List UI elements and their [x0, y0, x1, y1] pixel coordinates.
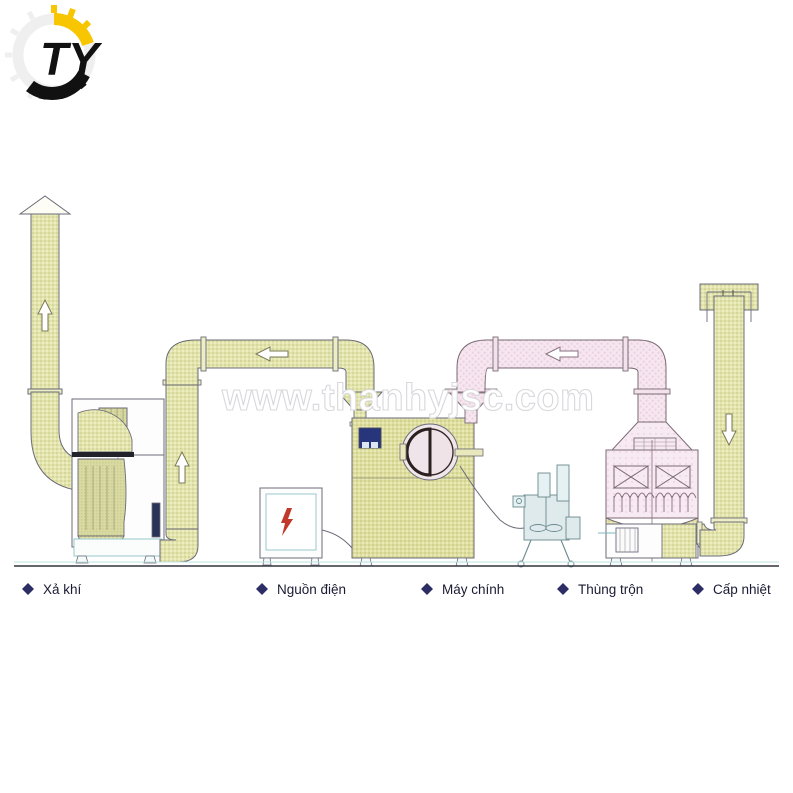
- heater-outlet-trunk: [661, 523, 697, 559]
- cabinet-foot: [262, 557, 272, 566]
- supply-elbow-right: [627, 339, 667, 393]
- collection-drawer: [73, 538, 163, 557]
- company-logo[interactable]: TY: [5, 5, 103, 100]
- legend-label: Thùng trộn: [578, 582, 643, 597]
- mixer-column: [556, 464, 570, 502]
- legend-label: Máy chính: [442, 582, 504, 597]
- exhaust-upper-elbow-left: [165, 339, 205, 386]
- mixer-leg: [521, 539, 532, 563]
- watermark-text: www.thanhyjsc.com: [221, 377, 594, 419]
- door-handle-shaft: [454, 448, 484, 457]
- legend-diamond-icon: [22, 583, 34, 595]
- door-hinge: [399, 443, 407, 461]
- door-half-shade: [405, 427, 432, 477]
- mixer-blade: [545, 524, 563, 532]
- panel-button[interactable]: [371, 442, 378, 448]
- legend-label: Xả khí: [43, 582, 82, 597]
- cabinet-foot: [310, 557, 320, 566]
- mixer-shaft-port: [516, 498, 522, 504]
- internal-hood: [77, 409, 133, 453]
- intake-down-arrow: [721, 413, 737, 447]
- legend-item-xa-khi[interactable]: Xả khí: [22, 582, 82, 597]
- mixer-motor-box: [512, 495, 526, 508]
- duct-flange: [332, 336, 339, 372]
- stack-rain-cap: [18, 195, 72, 215]
- intake-lower-elbow: [699, 521, 745, 557]
- legend-item-cap-nhiet[interactable]: Cấp nhiệt: [692, 582, 771, 597]
- mixer-connection-cable: [459, 465, 525, 529]
- heating-coil-right: [655, 492, 697, 500]
- mixer-side-box: [565, 516, 581, 540]
- filter-seal-band: [72, 452, 134, 457]
- panel-button[interactable]: [362, 442, 369, 448]
- legend-row: Xả khí Nguồn điện Máy chính Thùng trộn C…: [22, 582, 771, 597]
- damper-frame-right: [655, 465, 691, 489]
- inlet-flange: [151, 502, 161, 538]
- legend-diamond-icon: [421, 583, 433, 595]
- supply-duct-flange: [492, 336, 499, 372]
- legend-label: Nguồn điện: [277, 582, 346, 597]
- legend-item-thung-tron[interactable]: Thùng trộn: [557, 582, 643, 597]
- exhaust-assembly: [18, 195, 165, 564]
- gear-segment-yellow: [53, 13, 94, 47]
- filter-cartridge-block: [77, 458, 127, 537]
- downpipe-arrow: [174, 450, 190, 484]
- mixer-inlet-chute: [537, 472, 551, 498]
- heater-top-flange: [633, 388, 671, 395]
- main-machine: [351, 417, 525, 567]
- coil-leg-right: [655, 496, 689, 512]
- mixer-body: [523, 494, 570, 541]
- exhaust-duct-run: [159, 336, 384, 563]
- coil-leg-left: [613, 496, 647, 512]
- logo-text: TY: [40, 33, 103, 85]
- supply-duct-flange: [622, 336, 629, 372]
- legend-label: Cấp nhiệt: [713, 582, 771, 597]
- heating-coil-left: [613, 492, 655, 500]
- legend-diamond-icon: [557, 583, 569, 595]
- duct-flange: [200, 336, 207, 372]
- intake-riser: [713, 295, 745, 523]
- stack-up-arrow: [37, 298, 53, 332]
- power-cable: [321, 529, 353, 549]
- gear-ring-icon: [5, 5, 96, 100]
- gear-teeth-yellow: [51, 5, 92, 31]
- heater-unit: [598, 437, 715, 567]
- legend-item-nguon-dien[interactable]: Nguồn điện: [256, 582, 346, 597]
- supply-funnel-neck: [464, 409, 478, 424]
- exhaust-lower-elbow: [159, 528, 199, 563]
- heater-riser: [637, 393, 667, 423]
- gear-teeth-black: [38, 77, 87, 100]
- legend-diamond-icon: [692, 583, 704, 595]
- supply-duct-run: [444, 336, 694, 451]
- fresh-air-intake: [699, 283, 759, 557]
- exhaust-horizontal-duct: [203, 339, 337, 369]
- legend-item-may-chinh[interactable]: Máy chính: [421, 582, 504, 597]
- lightning-bolt-icon: [281, 508, 293, 536]
- power-source-cabinet: [259, 487, 353, 566]
- exhaust-duct-arrow: [254, 346, 289, 362]
- mixing-drum-unit: [512, 464, 581, 568]
- heater-blower: [615, 527, 639, 553]
- damper-frame-left: [613, 465, 649, 489]
- mixer-leg: [560, 539, 571, 563]
- legend-diamond-icon: [256, 583, 268, 595]
- machine-foot: [143, 555, 157, 564]
- machine-foot: [75, 555, 89, 564]
- supply-duct-arrow: [544, 346, 579, 362]
